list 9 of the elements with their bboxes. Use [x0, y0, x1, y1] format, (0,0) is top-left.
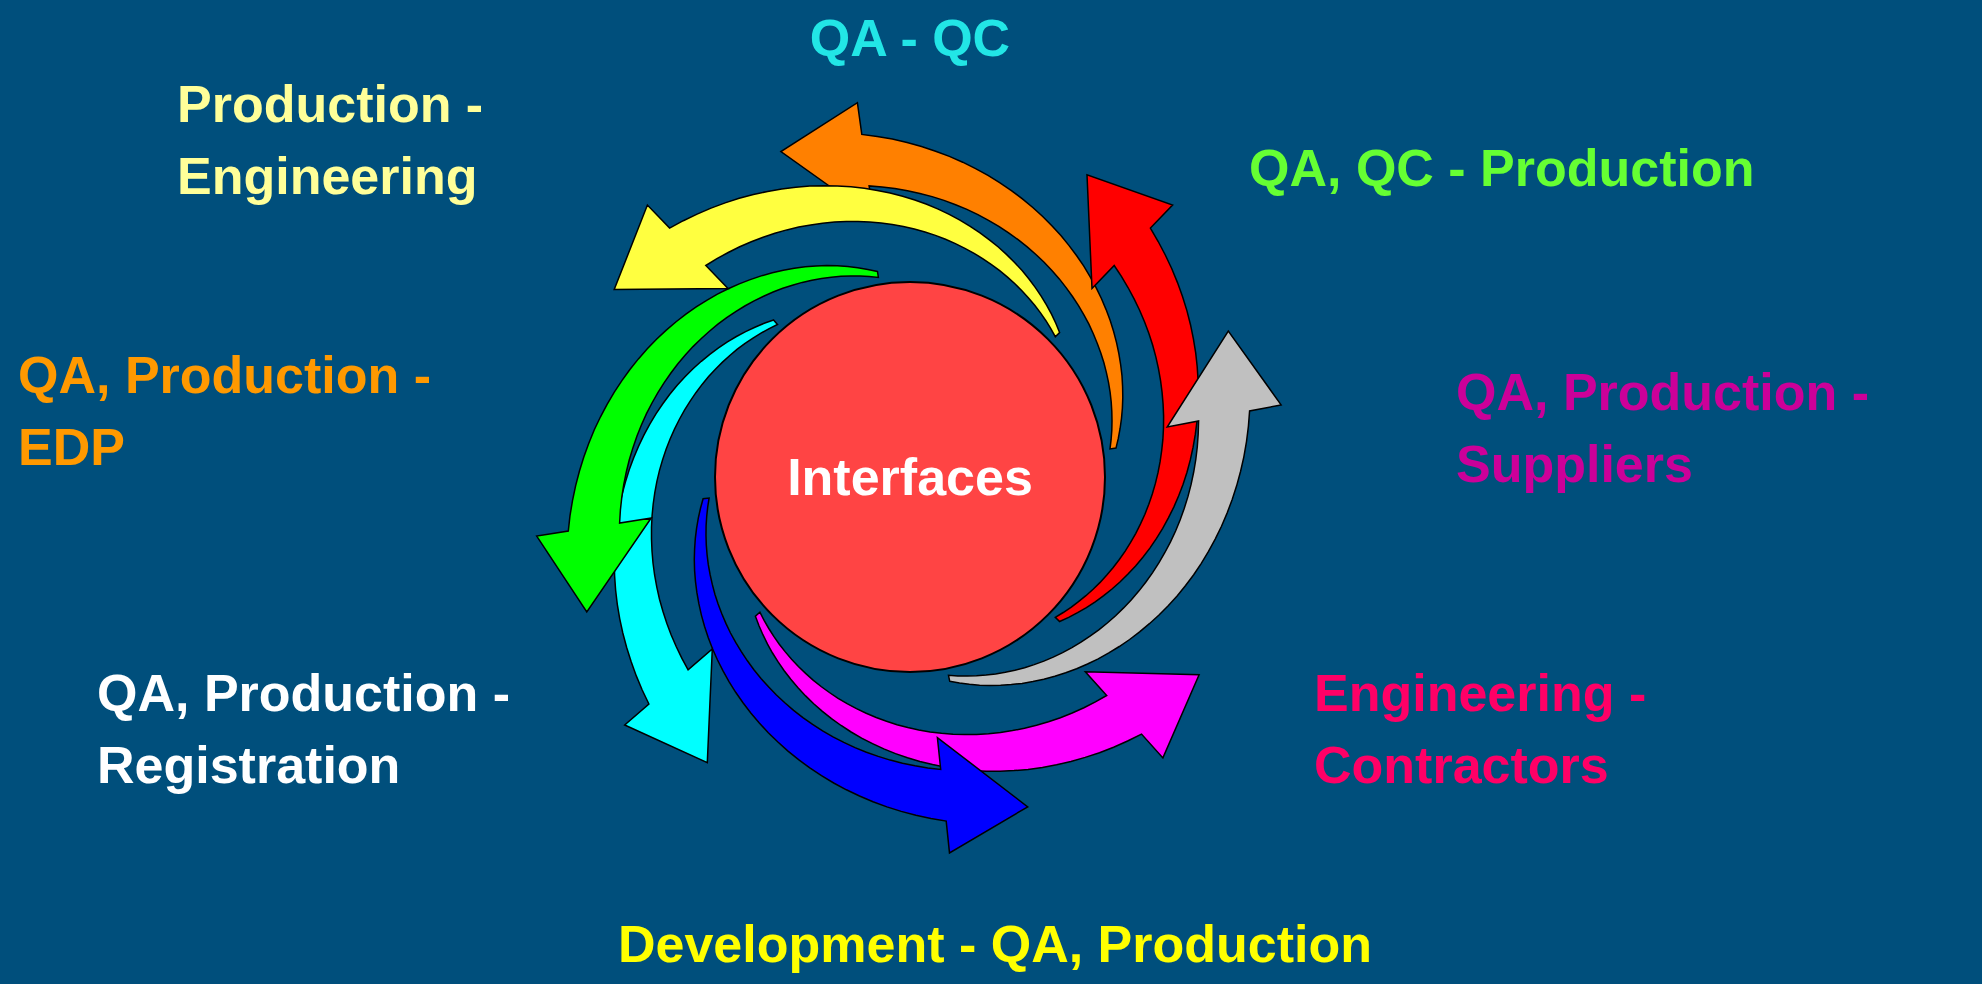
interface-label: Production - Engineering [177, 68, 597, 212]
interface-label: QA, Production - Suppliers [1456, 356, 1976, 500]
interface-label: QA, Production - Registration [97, 657, 657, 801]
interface-label: QA - QC [770, 2, 1050, 74]
center-label: Interfaces [787, 447, 1033, 507]
interface-label: QA, Production - EDP [18, 339, 518, 483]
interface-label: QA, QC - Production [1249, 132, 1969, 204]
interface-label: Development - QA, Production [500, 908, 1490, 980]
interface-label: Engineering - Contractors [1314, 657, 1774, 801]
